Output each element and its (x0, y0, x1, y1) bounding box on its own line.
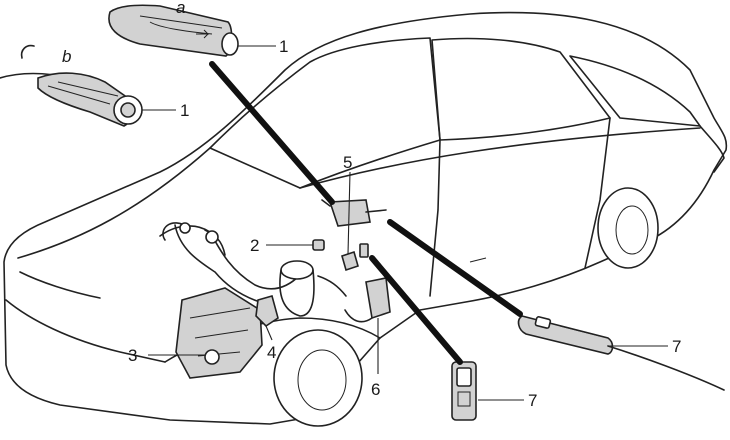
callout-2: 2 (250, 236, 259, 255)
remote-stalk-tail (607, 345, 725, 391)
remote-stalk-body (517, 315, 614, 355)
inset-key-fob (451, 361, 477, 421)
stalk-a-detail (139, 15, 223, 35)
wiring-loom (159, 225, 301, 290)
remote-stalk-button (534, 316, 552, 329)
leader-5 (347, 171, 351, 255)
door-rear-line (584, 117, 611, 269)
connector-clip (205, 230, 219, 244)
rear-wheel-hub (615, 205, 649, 255)
callout-7-bottom: 7 (528, 391, 537, 410)
stalk-a-body (108, 4, 233, 57)
sensor-2 (312, 239, 325, 251)
callout-a: a (176, 0, 185, 17)
guide-line-key-fob (369, 255, 463, 365)
steering-stalk (321, 199, 387, 213)
remote-stalk-detail (559, 325, 601, 337)
callout-labels: a b 1 1 2 3 4 5 6 7 7 (62, 0, 681, 410)
relay-3 (204, 349, 220, 365)
callout-6: 6 (371, 380, 380, 399)
callout-1-mid: 1 (180, 101, 189, 120)
control-unit-6 (365, 277, 391, 320)
stalk-a-arrow-icon (196, 29, 210, 39)
leader-lines (142, 45, 668, 401)
control-unit-6-cable (317, 275, 373, 323)
relay-5 (341, 250, 359, 272)
connector-4 (255, 295, 279, 328)
windshield (209, 37, 441, 189)
callout-1-top: 1 (279, 37, 288, 56)
side-window-front (431, 37, 611, 141)
leader-4 (265, 325, 273, 341)
door-handle (469, 257, 487, 263)
strut-tower (279, 269, 315, 317)
front-wheel-hub (297, 349, 347, 411)
callout-b: b (62, 47, 71, 66)
callout-4: 4 (267, 343, 276, 362)
wiring-loom-branch (174, 224, 271, 306)
front-bumper (5, 299, 166, 363)
door-front-line (429, 139, 441, 297)
stalk-a-knob (221, 32, 239, 56)
strut-top (280, 260, 314, 280)
callout-3: 3 (128, 346, 137, 365)
fuse-box (175, 287, 263, 379)
hood-edge (17, 147, 211, 259)
stalk-b-detail (47, 81, 119, 105)
headlight (19, 271, 101, 299)
stalk-b-knob-center (120, 102, 136, 118)
guide-line-stalk-a (209, 61, 335, 205)
inset-remote-stalk (517, 315, 725, 391)
rear-wheel (597, 187, 659, 269)
side-window-rear (569, 55, 701, 127)
inset-stalk-a (108, 4, 239, 57)
connector-clip-2 (179, 222, 191, 234)
inset-stalk-b (0, 44, 143, 127)
switch-5b (359, 243, 369, 258)
callout-7-right: 7 (672, 337, 681, 356)
steering-column-switch (328, 199, 371, 227)
rear-end (699, 125, 725, 173)
front-wheel (273, 329, 363, 427)
key-fob-button (456, 367, 472, 387)
stalk-b-wire-2 (20, 44, 35, 59)
guide-line-remote (387, 219, 523, 317)
key-fob-display (457, 391, 471, 407)
belt-line (299, 127, 701, 189)
callout-5: 5 (343, 153, 352, 172)
